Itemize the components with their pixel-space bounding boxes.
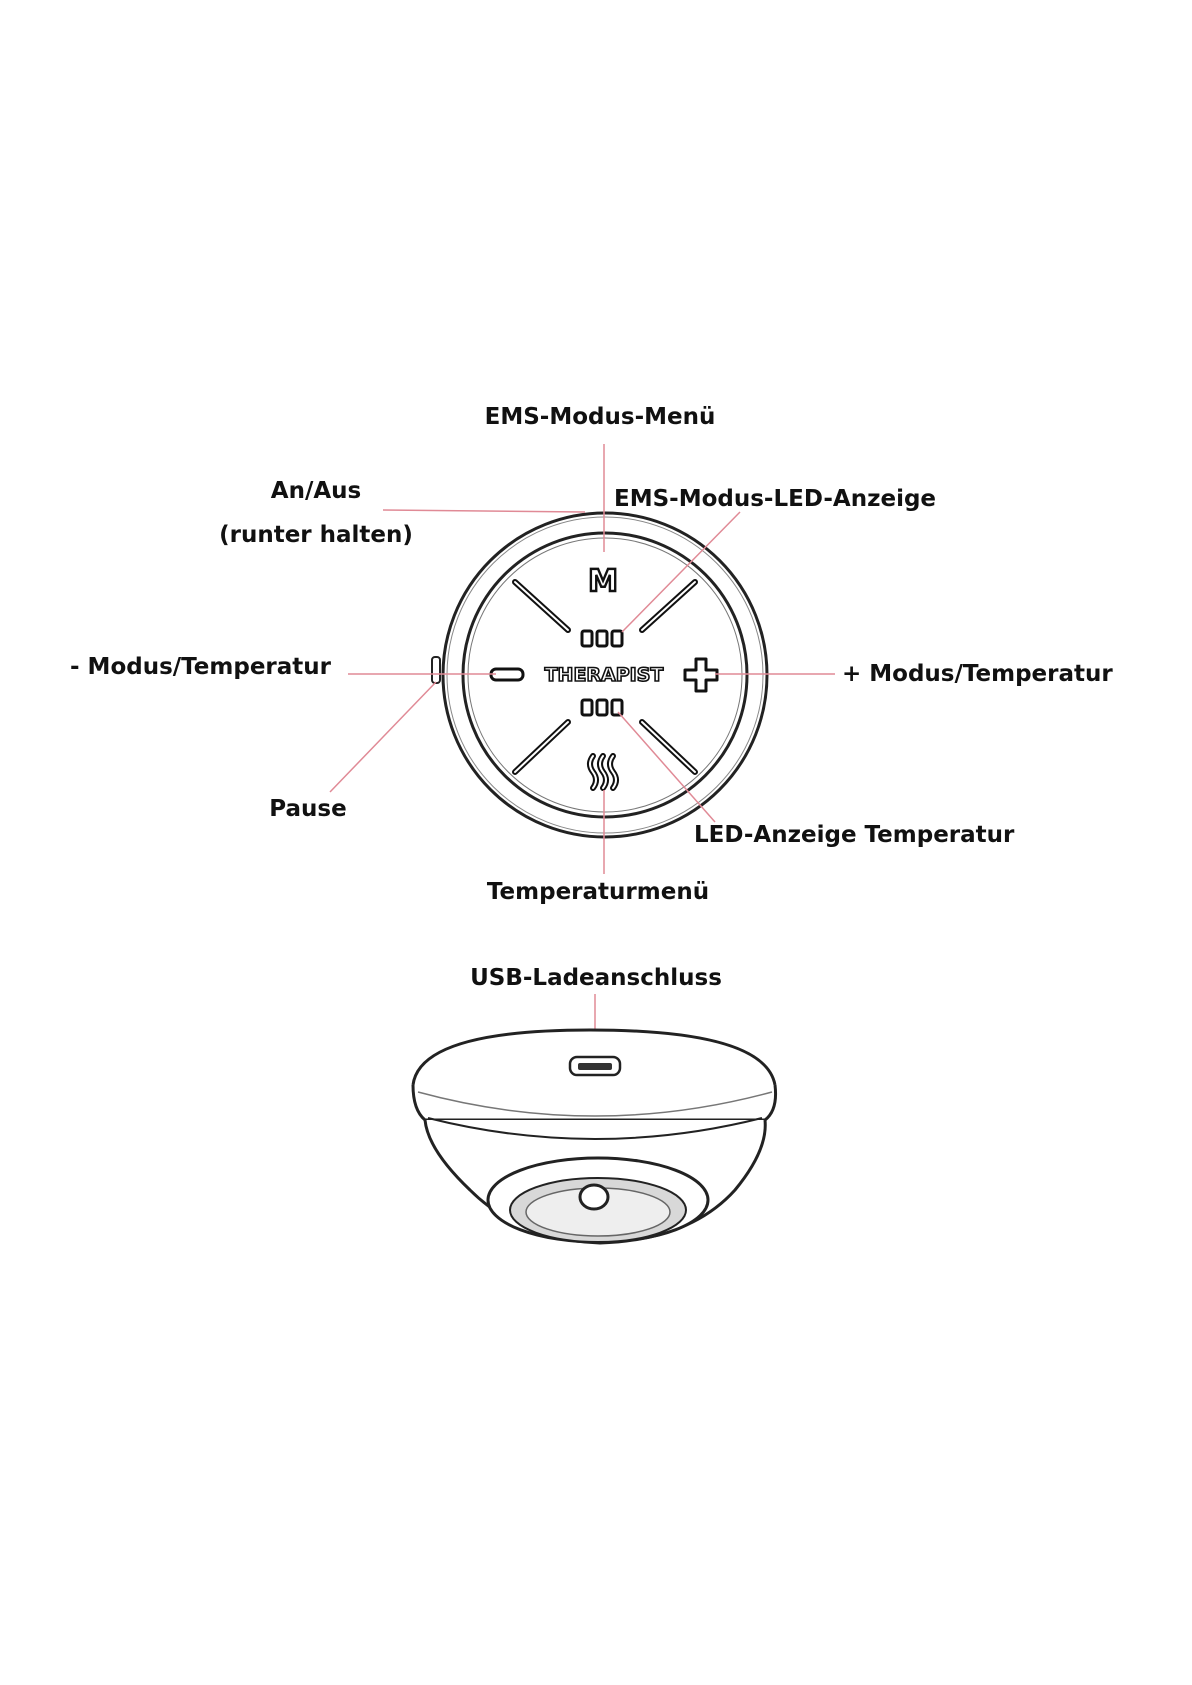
label-ems-led-indicator: EMS-Modus-LED-Anzeige — [614, 488, 936, 511]
label-usb-charging-port: USB-Ladeanschluss — [470, 967, 722, 990]
ems-led-indicator-icon — [582, 631, 622, 646]
device-side-view — [413, 1030, 776, 1243]
label-on-off-hint: (runter halten) — [219, 524, 413, 547]
m-key-label: M — [588, 564, 618, 599]
m-key-button[interactable]: M — [588, 564, 618, 599]
usb-port[interactable] — [570, 1057, 620, 1075]
device-top-view: M THERAPIST — [432, 513, 767, 837]
label-on-off: An/Aus — [271, 480, 361, 503]
label-led-temperature: LED-Anzeige Temperatur — [694, 824, 1014, 847]
brand-logo: THERAPIST — [545, 664, 664, 686]
label-pause: Pause — [269, 798, 346, 821]
label-plus-mode-temperature: + Modus/Temperatur — [842, 663, 1113, 686]
pause-side-button[interactable] — [432, 657, 440, 683]
temperature-led-indicator-icon — [582, 700, 622, 715]
label-temperature-menu: Temperaturmenü — [487, 881, 709, 904]
label-minus-mode-temperature: - Modus/Temperatur — [70, 656, 331, 679]
label-ems-mode-menu: EMS-Modus-Menü — [485, 406, 716, 429]
